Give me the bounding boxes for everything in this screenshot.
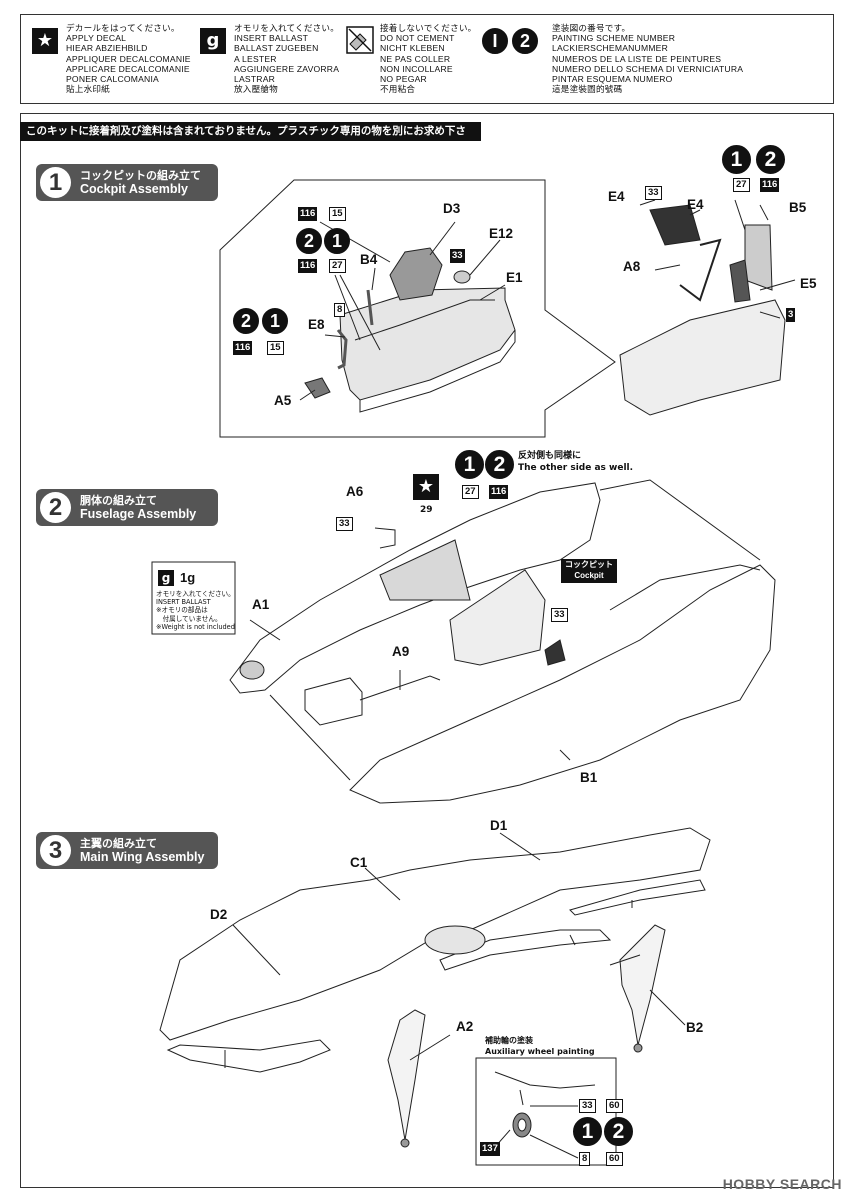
paint-116: 116 [233, 341, 253, 355]
paint-137: 137 [480, 1142, 500, 1156]
legend-scheme-text: 塗装図の番号です。 PAINTING SCHEME NUMBER LACKIER… [552, 23, 744, 95]
ballast-icon: g [200, 28, 226, 54]
part-E12: E12 [489, 226, 514, 241]
decal-29-label: 29 [420, 505, 433, 515]
legend-ballast-text: オモリを入れてください。 INSERT BALLAST BALLAST ZUGE… [234, 23, 340, 95]
step-1-header: 1 コックピットの組み立て Cockpit Assembly [36, 164, 218, 201]
part-D2: D2 [210, 907, 228, 922]
step-title-jp: 胴体の組み立て [80, 494, 157, 507]
paint-15: 15 [329, 207, 346, 221]
part-A6: A6 [346, 484, 364, 499]
paint-60: 60 [606, 1152, 623, 1166]
part-E1: E1 [506, 270, 523, 285]
scheme-1-icon: 1 [455, 450, 484, 479]
paint-33: 33 [645, 186, 662, 200]
scheme-2-icon: 2 [296, 228, 322, 254]
watermark: HOBBY SEARCH [722, 1176, 842, 1192]
part-A2: A2 [456, 1019, 474, 1034]
paint-33: 33 [579, 1099, 596, 1113]
paint-8: 8 [579, 1152, 591, 1166]
cockpit-label: コックピット Cockpit [561, 559, 617, 583]
scheme-2-icon: 2 [485, 450, 514, 479]
ballast-icon: g [158, 570, 174, 586]
paint-27: 27 [733, 178, 750, 192]
scheme-2-icon: 2 [233, 308, 259, 334]
scheme-1-icon: 1 [722, 145, 751, 174]
step-number: 3 [40, 835, 71, 866]
part-C1: C1 [350, 855, 368, 870]
paint-8: 8 [334, 303, 346, 317]
step-title-en: Main Wing Assembly [80, 850, 205, 864]
part-D1: D1 [490, 818, 508, 833]
step-title-en: Cockpit Assembly [80, 182, 188, 196]
cockpit-label-jp: コックピット [565, 560, 613, 569]
step-2-header: 2 胴体の組み立て Fuselage Assembly [36, 489, 218, 526]
paint-15: 15 [267, 341, 284, 355]
aux-wheel-title-en: Auxiliary wheel painting [485, 1047, 595, 1056]
other-side-note-jp: 反対側も同様に [518, 451, 582, 461]
part-E4: E4 [687, 197, 704, 212]
other-side-note-en: The other side as well. [518, 463, 634, 473]
paint-116: 116 [298, 259, 318, 273]
paint-27: 27 [462, 485, 479, 499]
scheme-1-icon: 1 [573, 1117, 602, 1146]
part-B1: B1 [580, 770, 598, 785]
paint-33: 33 [450, 249, 465, 263]
paint-3: 3 [786, 308, 796, 322]
scheme-1-icon: 1 [262, 308, 288, 334]
legend-box [20, 14, 834, 104]
part-E4: E4 [608, 189, 625, 204]
ballast-weight: 1g [180, 570, 196, 585]
legend-no-cement-text: 接着しないでください。 DO NOT CEMENT NICHT KLEBEN N… [380, 23, 477, 95]
scheme-2-icon: 2 [512, 28, 538, 54]
part-E5: E5 [800, 276, 817, 291]
legend-decal-text: デカールをはってください。 APPLY DECAL HIEAR ABZIEHBI… [66, 23, 191, 95]
decal-star-icon: ★ [413, 474, 439, 500]
no-cement-icon [346, 26, 374, 54]
part-E8: E8 [308, 317, 325, 332]
step-number: 1 [40, 167, 71, 198]
aux-wheel-title-jp: 補助輪の塗装 [485, 1036, 533, 1045]
part-D3: D3 [443, 201, 461, 216]
notice-banner: このキットに接着剤及び塗料は含まれておりません。プラスチック専用の物を別にお求め… [20, 122, 481, 156]
ballast-note: オモリを入れてください。 INSERT BALLAST ※オモリの部品は 付属し… [156, 590, 235, 631]
scheme-2-icon: 2 [756, 145, 785, 174]
scheme-1-icon: I [482, 28, 508, 54]
part-B5: B5 [789, 200, 807, 215]
part-A8: A8 [623, 259, 641, 274]
scheme-2-icon: 2 [604, 1117, 633, 1146]
step-title-jp: 主翼の組み立て [80, 837, 157, 850]
paint-33: 33 [551, 608, 568, 622]
part-A5: A5 [274, 393, 292, 408]
paint-27: 27 [329, 259, 346, 273]
paint-60: 60 [606, 1099, 623, 1113]
paint-116: 116 [298, 207, 318, 221]
scheme-1-icon: 1 [324, 228, 350, 254]
paint-116: 116 [760, 178, 780, 192]
step-3-header: 3 主翼の組み立て Main Wing Assembly [36, 832, 218, 869]
step-title-en: Fuselage Assembly [80, 507, 197, 521]
instruction-frame [20, 113, 834, 1188]
cockpit-label-en: Cockpit [574, 571, 604, 580]
paint-33: 33 [336, 517, 353, 531]
part-B4: B4 [360, 252, 378, 267]
decal-star-icon: ★ [32, 28, 58, 54]
part-A9: A9 [392, 644, 410, 659]
paint-116: 116 [489, 485, 509, 499]
part-A1: A1 [252, 597, 270, 612]
part-B2: B2 [686, 1020, 704, 1035]
step-number: 2 [40, 492, 71, 523]
step-title-jp: コックピットの組み立て [80, 169, 201, 182]
